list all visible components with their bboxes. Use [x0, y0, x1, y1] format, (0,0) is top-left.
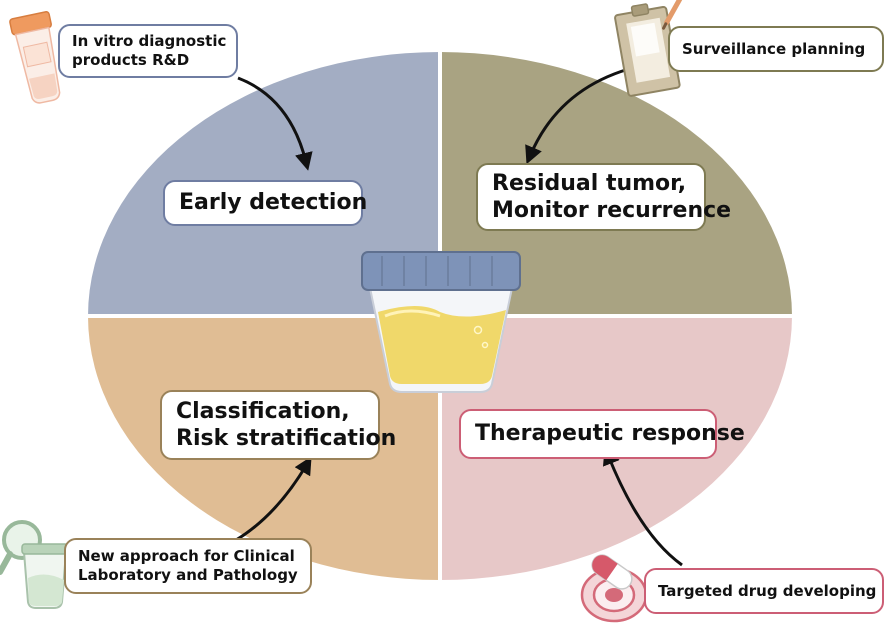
magnifier-specimen-icon: [0, 520, 69, 609]
clinical-line-2: Laboratory and Pathology: [78, 566, 298, 584]
urine-specimen-cup-icon: [361, 251, 521, 393]
clinical-line-1: New approach for Clinical: [78, 547, 295, 566]
arrow-surveillance-to-residual: [525, 64, 641, 165]
arrow-drug-to-therapeutic: [602, 446, 683, 567]
therapeutic-response-label: Therapeutic response: [459, 409, 745, 459]
surveillance-callout: Surveillance planning: [668, 26, 884, 72]
classification-label: Classification, Risk stratification: [160, 390, 397, 460]
clinical-callout: New approach for Clinical Laboratory and…: [64, 538, 312, 594]
classification-line-2: Risk stratification: [176, 426, 397, 451]
drug-text: Targeted drug developing: [658, 581, 877, 600]
clipboard-pen-icon: [614, 0, 684, 97]
ivd-line-2: products R&D: [72, 51, 190, 69]
early-detection-label: Early detection: [163, 180, 368, 226]
ivd-callout: In vitro diagnostic products R&D: [58, 24, 238, 78]
therapeutic-response-text: Therapeutic response: [475, 421, 745, 447]
ivd-line-1: In vitro diagnostic: [72, 32, 227, 51]
surveillance-text: Surveillance planning: [682, 39, 866, 58]
arrow-ivd-to-early-detection: [237, 76, 313, 171]
pill-target-icon: [580, 554, 648, 623]
sample-tube-icon: [9, 11, 61, 104]
residual-tumor-label: Residual tumor, Monitor recurrence: [476, 163, 732, 231]
drug-callout: Targeted drug developing: [644, 568, 884, 614]
residual-tumor-line-1: Residual tumor,: [492, 170, 687, 196]
residual-tumor-line-2: Monitor recurrence: [492, 198, 732, 223]
classification-line-1: Classification,: [176, 398, 350, 424]
early-detection-text: Early detection: [179, 190, 368, 216]
